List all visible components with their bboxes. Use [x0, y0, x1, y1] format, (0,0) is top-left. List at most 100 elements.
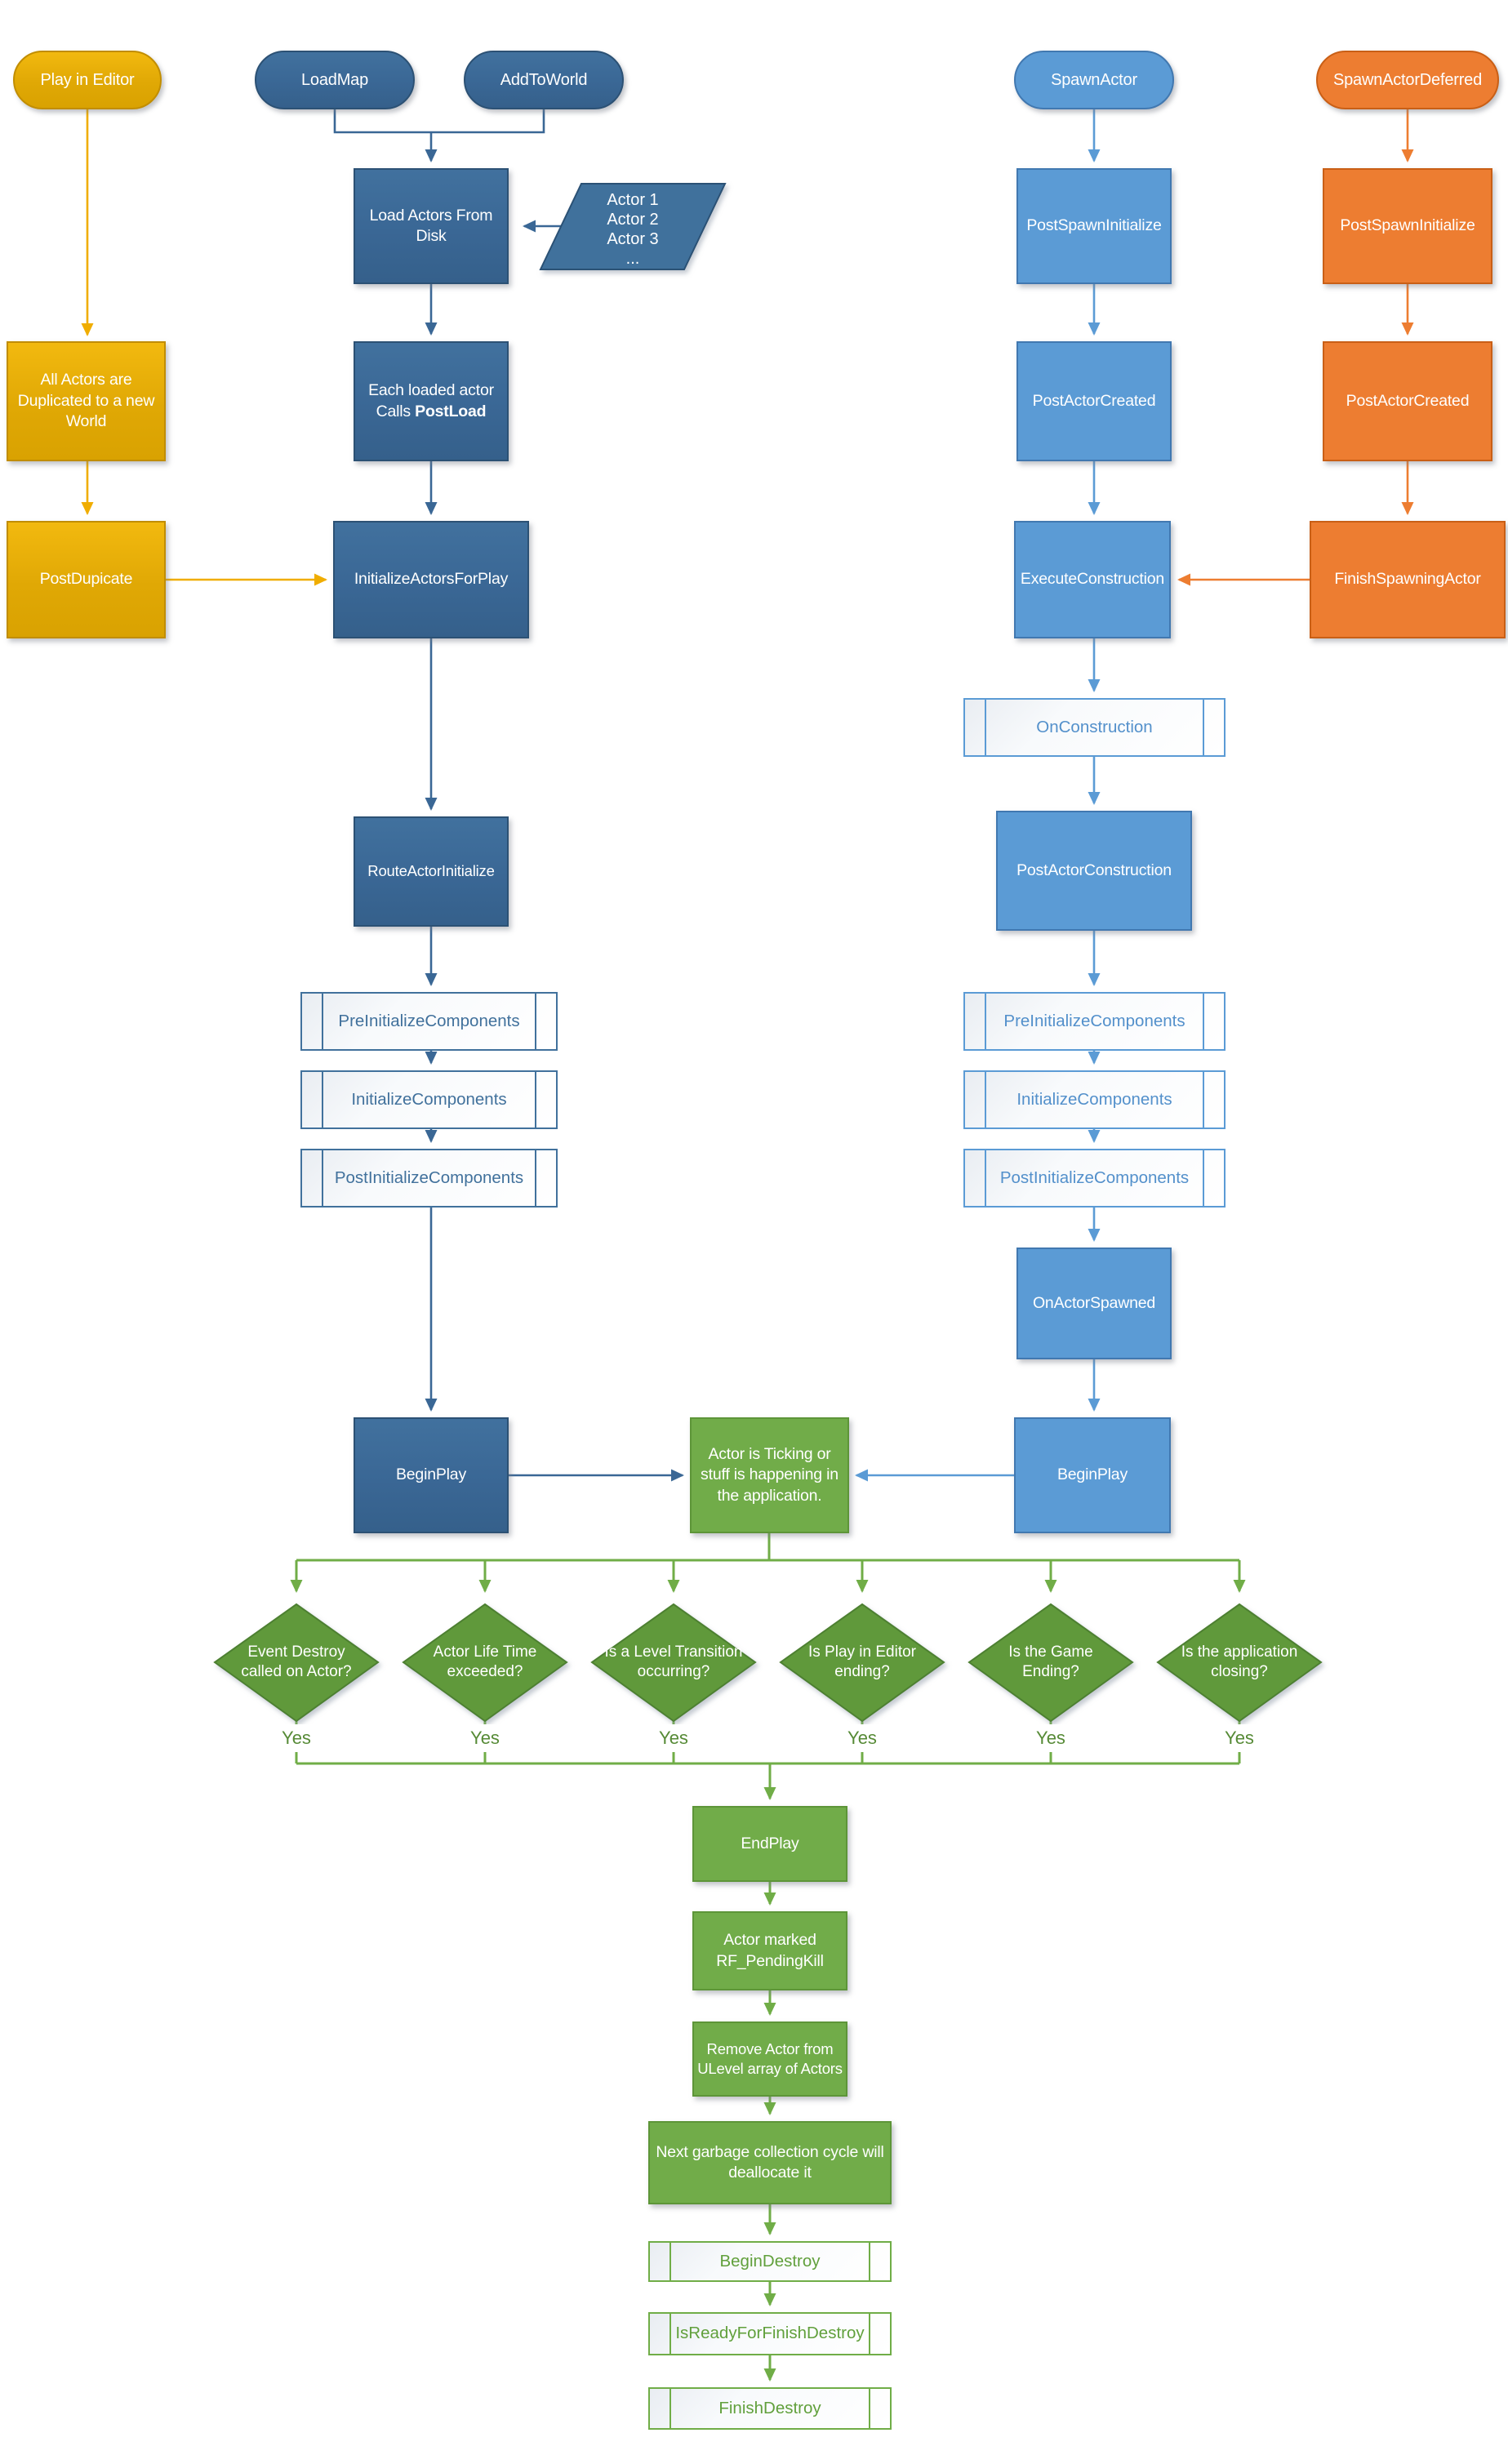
- node-preinitializecomponents-left: PreInitializeComponents: [300, 992, 558, 1051]
- node-all-actors-duplicated: All Actors are Duplicated to a new World: [7, 341, 166, 461]
- diamond-label-app-closing: Is the application closing?: [1181, 1643, 1298, 1680]
- node-label: PostInitializeComponents: [334, 1168, 524, 1187]
- node-begindestroy: BeginDestroy: [648, 2241, 892, 2282]
- node-postload: Each loaded actor Calls PostLoad: [354, 341, 509, 461]
- actor-list-line: ...: [625, 250, 640, 268]
- node-spawnactor: SpawnActor: [1014, 51, 1174, 109]
- diamond-app-closing: [1156, 1603, 1323, 1723]
- node-label: PostActorCreated: [1346, 391, 1470, 410]
- node-actor-ticking: Actor is Ticking or stuff is happening i…: [690, 1417, 849, 1533]
- node-postspawninitialize-blue: PostSpawnInitialize: [1016, 168, 1172, 284]
- diamond-label-level-transition: Is a Level Transition occurring?: [604, 1643, 743, 1680]
- node-label: IsReadyForFinishDestroy: [675, 2324, 865, 2343]
- node-onactorspawned: OnActorSpawned: [1016, 1248, 1172, 1359]
- actor-list-line: Actor 3: [607, 230, 659, 248]
- node-beginplay-right: BeginPlay: [1014, 1417, 1171, 1533]
- node-executeconstruction: ExecuteConstruction: [1014, 521, 1171, 638]
- diamond-pie-ending: [779, 1603, 945, 1723]
- node-initializecomponents-right: InitializeComponents: [963, 1070, 1226, 1129]
- node-label: PostActorCreated: [1032, 391, 1156, 410]
- node-label: LoadMap: [301, 71, 368, 89]
- node-postdupicate: PostDupicate: [7, 521, 166, 638]
- yes-label-3: Yes: [651, 1724, 696, 1752]
- actor-list-line: Actor 1: [607, 191, 659, 209]
- actor-list-text: Actor 1 Actor 2 Actor 3 ...: [567, 190, 698, 269]
- node-isreadyforfinishdestroy: IsReadyForFinishDestroy: [648, 2312, 892, 2355]
- node-label: Each loaded actor Calls PostLoad: [368, 380, 494, 422]
- yes-label-4: Yes: [839, 1724, 885, 1752]
- node-label: Play in Editor: [40, 71, 135, 89]
- node-label: SpawnActor: [1051, 71, 1137, 89]
- node-label: SpawnActorDeferred: [1332, 71, 1483, 89]
- node-spawnactordeferred: SpawnActorDeferred: [1316, 51, 1499, 109]
- node-beginplay-left: BeginPlay: [354, 1417, 509, 1533]
- node-endplay: EndPlay: [692, 1806, 847, 1882]
- node-label: BeginPlay: [395, 1466, 466, 1484]
- node-actor-marked-pendingkill: Actor marked RF_PendingKill: [692, 1911, 847, 1990]
- actor-list-parallelogram: [539, 183, 727, 270]
- diamond-level-transition: [590, 1603, 757, 1723]
- node-postinitializecomponents-right: PostInitializeComponents: [963, 1149, 1226, 1208]
- node-initializeactorsforplay: InitializeActorsForPlay: [333, 521, 529, 638]
- node-label: InitializeComponents: [1016, 1089, 1172, 1109]
- node-label: PostActorConstruction: [1016, 861, 1172, 879]
- node-label: Actor is Ticking or stuff is happening i…: [701, 1444, 839, 1505]
- node-label: Next garbage collection cycle will deall…: [656, 2142, 884, 2182]
- node-label: PostInitializeComponents: [999, 1168, 1190, 1187]
- diamond-game-ending: [968, 1603, 1134, 1723]
- node-finishdestroy: FinishDestroy: [648, 2387, 892, 2430]
- yes-label-1: Yes: [274, 1724, 319, 1752]
- diamond-lifetime-exceeded: [402, 1603, 568, 1723]
- node-label: EndPlay: [741, 1834, 799, 1852]
- actor-list-line: Actor 2: [607, 211, 659, 229]
- node-postactorcreated-orange: PostActorCreated: [1323, 341, 1492, 461]
- yes-label-2: Yes: [462, 1724, 508, 1752]
- node-play-in-editor: Play in Editor: [13, 51, 162, 109]
- node-label: PostSpawnInitialize: [1340, 216, 1475, 235]
- node-loadmap: LoadMap: [255, 51, 415, 109]
- node-label: Remove Actor from ULevel array of Actors: [697, 2039, 843, 2077]
- postload-line1: Each loaded actor: [368, 381, 494, 400]
- node-label: PostDupicate: [39, 570, 133, 589]
- node-label: BeginDestroy: [719, 2251, 821, 2271]
- node-addtoworld: AddToWorld: [464, 51, 624, 109]
- node-label: RouteActorInitialize: [367, 862, 495, 880]
- node-label: InitializeComponents: [351, 1089, 507, 1109]
- postload-bold: PostLoad: [415, 402, 487, 420]
- node-label: All Actors are Duplicated to a new World: [17, 371, 155, 431]
- node-label: FinishSpawningActor: [1334, 570, 1481, 589]
- node-routeactorinitialize: RouteActorInitialize: [354, 816, 509, 927]
- node-label: Actor marked RF_PendingKill: [716, 1931, 824, 1970]
- yes-label-5: Yes: [1028, 1724, 1074, 1752]
- node-label: OnConstruction: [1036, 717, 1153, 736]
- postload-line2-prefix: Calls: [376, 402, 416, 420]
- node-postactorconstruction: PostActorConstruction: [996, 811, 1192, 931]
- connector-loadmap-addtoworld-merge: [333, 109, 545, 134]
- diamond-label-game-ending: Is the Game Ending?: [1008, 1643, 1093, 1680]
- node-postinitializecomponents-left: PostInitializeComponents: [300, 1149, 558, 1208]
- node-load-actors-from-disk: Load Actors From Disk: [354, 168, 509, 284]
- node-label: AddToWorld: [500, 71, 588, 89]
- node-next-gc: Next garbage collection cycle will deall…: [648, 2121, 892, 2204]
- diamond-event-destroy: [213, 1603, 380, 1723]
- diamond-label-lifetime: Actor Life Time exceeded?: [433, 1643, 537, 1680]
- node-label: Load Actors From Disk: [369, 206, 493, 245]
- node-initializecomponents-left: InitializeComponents: [300, 1070, 558, 1129]
- node-postspawninitialize-orange: PostSpawnInitialize: [1323, 168, 1492, 284]
- node-postactorcreated-blue: PostActorCreated: [1016, 341, 1172, 461]
- node-label: PostSpawnInitialize: [1026, 216, 1162, 235]
- node-label: PreInitializeComponents: [1003, 1011, 1185, 1030]
- node-label: PreInitializeComponents: [338, 1011, 520, 1030]
- node-remove-actor: Remove Actor from ULevel array of Actors: [692, 2021, 847, 2097]
- node-label: BeginPlay: [1056, 1466, 1128, 1484]
- node-label: OnActorSpawned: [1032, 1293, 1156, 1312]
- node-finishspawningactor: FinishSpawningActor: [1310, 521, 1506, 638]
- yes-label-6: Yes: [1217, 1724, 1262, 1752]
- diamond-label-event-destroy: Event Destroy called on Actor?: [241, 1643, 352, 1680]
- node-onconstruction: OnConstruction: [963, 698, 1226, 757]
- node-preinitializecomponents-right: PreInitializeComponents: [963, 992, 1226, 1051]
- node-label: InitializeActorsForPlay: [354, 570, 509, 589]
- node-label: ExecuteConstruction: [1020, 570, 1165, 589]
